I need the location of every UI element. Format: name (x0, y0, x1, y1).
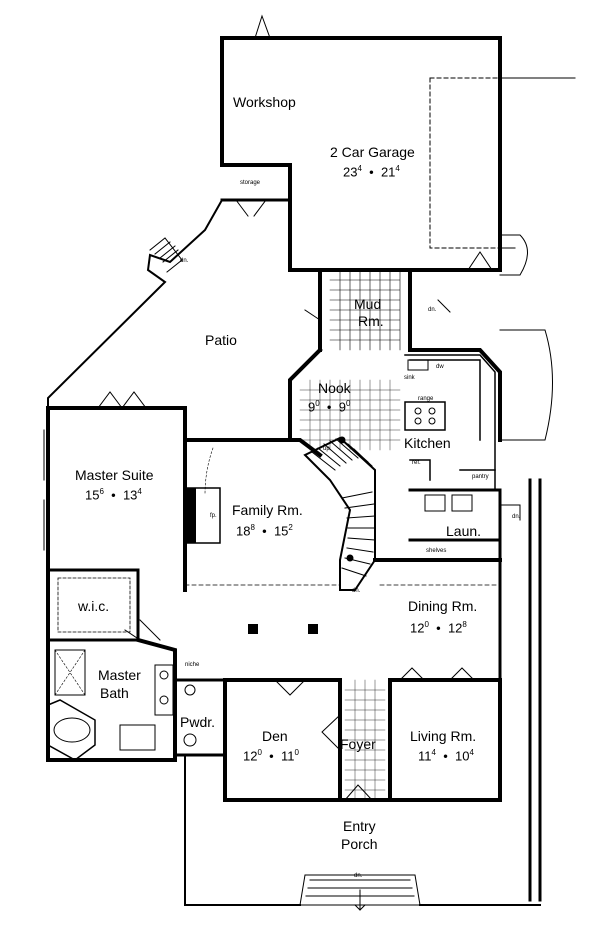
dw-label: dw (436, 364, 444, 370)
fireplace (184, 487, 221, 544)
patio-steps (149, 237, 183, 273)
porch-arrow (354, 889, 366, 911)
column (248, 624, 258, 634)
shower (54, 649, 86, 696)
front-door (344, 784, 373, 801)
wic-label: w.i.c. (78, 598, 110, 614)
workshop-label: Workshop (233, 94, 296, 110)
porch-label-2: Porch (341, 836, 378, 852)
workshop-door (254, 14, 271, 39)
mud-room-label-2: Rm. (358, 313, 384, 329)
nook-tile (299, 379, 401, 451)
storage-room (220, 163, 292, 202)
garage-label: 2 Car Garage (330, 144, 415, 160)
refrigerator (409, 459, 431, 481)
nook-label: Nook (318, 380, 351, 396)
wic-walls (48, 568, 140, 642)
pantry-label: pantry (472, 474, 489, 480)
porch-steps (299, 874, 421, 906)
living-room-label: Living Rm. (410, 728, 477, 744)
family-room-dimensions: 188 • 152 (236, 523, 293, 539)
den-dimensions: 120 • 110 (243, 748, 299, 764)
dn-label-porch: dn. (354, 873, 363, 879)
sink-label: sink (404, 375, 415, 381)
mud-room-walls (318, 268, 412, 352)
garage-dimensions: 234 • 214 (343, 164, 400, 180)
mud-room-door (304, 299, 451, 321)
side-shapes (499, 234, 553, 441)
driveway-lines (499, 77, 576, 249)
dn-label-mud: dn. (428, 307, 437, 313)
master-suite-dimensions: 156 • 134 (85, 487, 142, 503)
kitchen-label: Kitchen (404, 435, 451, 451)
nook-kitchen-walls (288, 347, 502, 442)
stair-treads (311, 438, 376, 577)
garage-side-door (467, 251, 493, 271)
living-doors (399, 667, 475, 681)
storage-label: storage (240, 180, 261, 186)
shelves-label: shelves (426, 548, 447, 554)
foyer-tile (344, 679, 386, 801)
niche-label: niche (185, 662, 200, 668)
nook-dimensions: 90 • 90 (308, 399, 351, 415)
vanity (154, 664, 174, 716)
den-doors (274, 679, 306, 696)
dn-label-laundry: dn. (512, 514, 521, 520)
mud-room-label-1: Mud (354, 296, 382, 312)
dining-room-label: Dining Rm. (408, 598, 478, 614)
master-bath-label-2: Bath (100, 685, 129, 701)
porch-railing (184, 754, 541, 906)
pantry-box (459, 469, 496, 491)
range-label: range (418, 396, 434, 402)
mud-room-tile (329, 269, 401, 351)
master-doors (97, 391, 147, 409)
kitchen-sink (407, 359, 429, 371)
family-walls (183, 438, 323, 490)
stairs-outline (303, 436, 376, 591)
foyer-label: Foyer (340, 736, 376, 752)
right-exterior (498, 478, 542, 902)
family-room-label: Family Rm. (232, 502, 303, 518)
up-label: up. (323, 446, 332, 452)
toilet (119, 724, 156, 751)
porch-label-1: Entry (343, 818, 376, 834)
laundry-door (499, 504, 521, 521)
laundry-label: Laun. (446, 523, 482, 539)
patio-diagonal (47, 198, 224, 409)
family-arc (204, 447, 214, 496)
kitchen-island (404, 401, 446, 431)
master-suite-walls (46, 406, 187, 642)
storage-doors (235, 199, 267, 217)
den-label: Den (262, 728, 288, 744)
fireplace-label: fp. (210, 513, 217, 519)
garage-door-outline (429, 77, 501, 249)
ref-label: ref. (412, 460, 421, 466)
powder-label: Pwdr. (180, 714, 216, 730)
column (308, 624, 318, 634)
master-suite-label: Master Suite (75, 467, 154, 483)
dining-room-dimensions: 120 • 128 (410, 620, 467, 636)
living-room-dimensions: 114 • 104 (418, 748, 474, 764)
kitchen-counter (404, 354, 496, 471)
tub (47, 699, 96, 761)
master-bath-label-1: Master (98, 667, 141, 683)
dn-label-stairs: dn. (352, 588, 361, 594)
patio-label: Patio (205, 332, 237, 348)
dn-label-patio: dn. (180, 258, 189, 264)
